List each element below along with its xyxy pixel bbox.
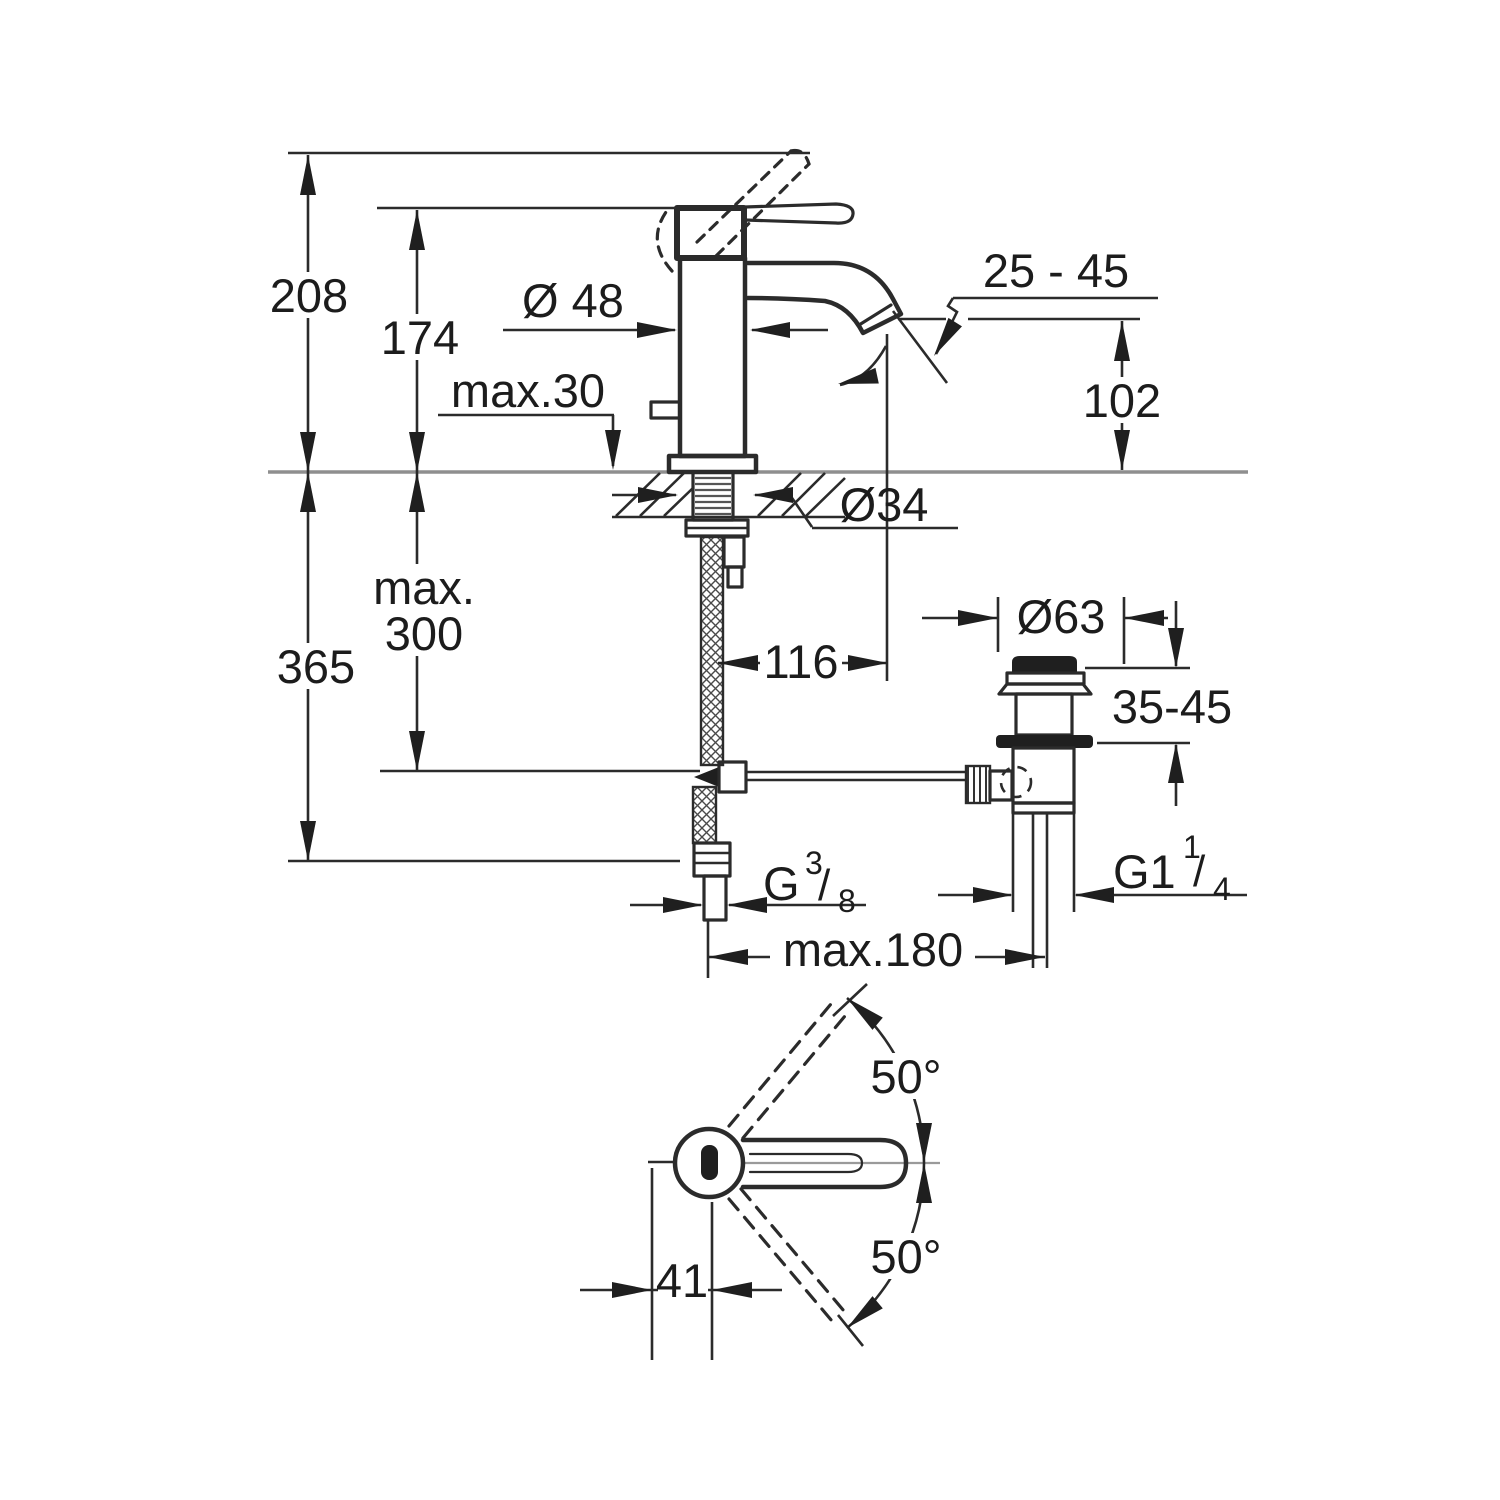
dim-handle-swing-lower: 50° [870,1230,941,1283]
dim-aerator-angle-range: 25 - 45 [983,244,1129,297]
dim-supply-thread-num: 3 [805,845,823,881]
dim-hose-length-max-line2: 300 [385,607,463,660]
dim-hole-diameter: Ø34 [840,478,929,531]
dim-supply-thread-den: 8 [838,883,856,919]
dim-rod-length-max: max.180 [783,923,963,976]
dim-body-diameter: Ø 48 [522,274,624,327]
label-backgrounds [275,272,1232,1303]
dim-height-to-handle: 174 [381,311,459,364]
dim-handle-swing-upper: 50° [870,1050,941,1103]
dim-handle-offset: 41 [656,1254,708,1307]
dim-drain-thread-den: 4 [1213,871,1231,907]
dim-deck-thickness-max: max.30 [451,364,605,417]
dim-total-depth: 365 [277,640,355,693]
dim-supply-thread-slash: / [818,861,831,910]
faucet-front-view [649,148,904,475]
dim-spout-reach: 116 [764,635,839,688]
dim-spout-height: 102 [1083,374,1161,427]
dimension-labels: 208 174 Ø 48 max.30 25 - 45 102 Ø34 max.… [270,244,1232,1307]
dim-drain-thread-g: G1 [1113,845,1176,898]
below-deck-assembly [612,470,1014,978]
dim-hose-length-max-line1: max. [373,561,475,614]
dim-drain-flange-diameter: Ø63 [1017,590,1106,643]
dim-height-total: 208 [270,269,348,322]
dim-drain-thread-slash: / [1193,847,1206,896]
dim-supply-thread-g: G [763,857,800,910]
dim-basin-thickness-range: 35-45 [1112,680,1232,733]
drain-assembly [996,656,1093,968]
dim-drain-thread-num: 1 [1183,829,1201,865]
handle-top-view [672,983,940,1347]
